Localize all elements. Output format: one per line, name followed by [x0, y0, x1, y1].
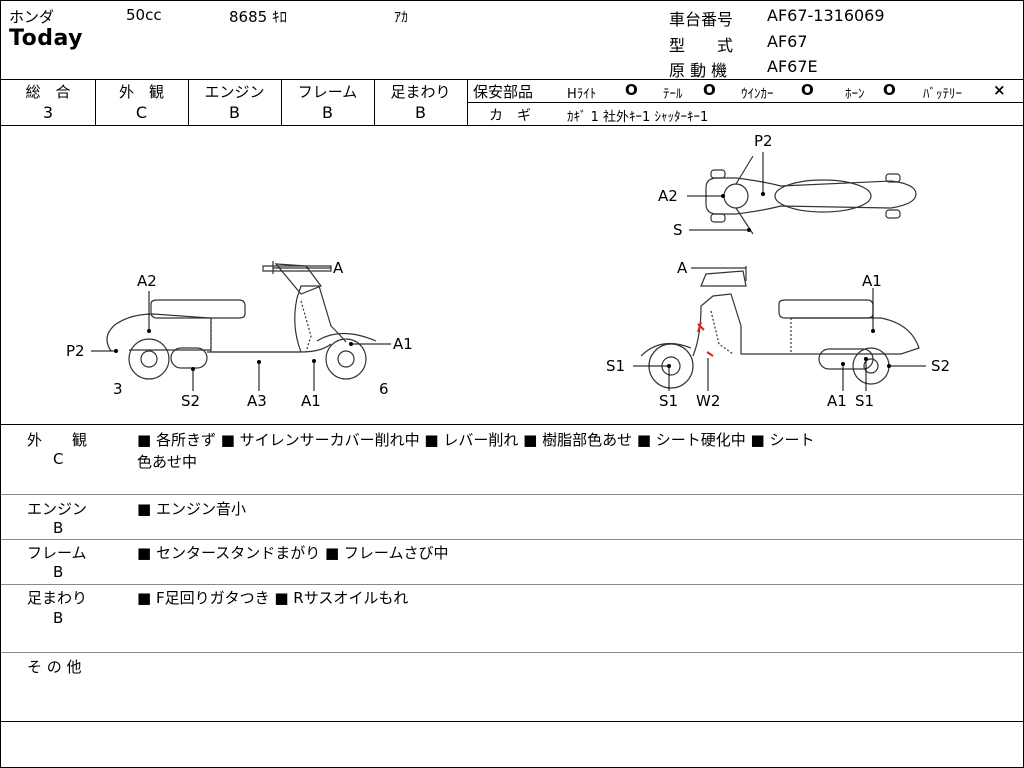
label-left-a2: A2 — [137, 272, 157, 290]
remarks-frame-line1: ■ センタースタンドまがり ■ フレームさび中 — [137, 544, 449, 562]
color: ｱｶ — [394, 10, 408, 26]
type-value: AF67 — [767, 32, 808, 51]
engine-model-label: 原 動 機 — [669, 61, 728, 80]
label-left-p2: P2 — [66, 342, 85, 360]
keys-value: ｶｷﾞ 1 社外ｷｰ1 ｼｬｯﾀｰｷｰ1 — [567, 110, 709, 125]
label-right-a1: A1 — [862, 272, 882, 290]
remarks-exterior-line2: 色あせ中 — [137, 453, 198, 471]
scooter-side-view-left — [106, 261, 377, 380]
label-left-a3: A3 — [247, 392, 267, 410]
scooter-top-view — [705, 155, 917, 235]
remarks-frame-grade: B — [53, 563, 64, 581]
frame-number: AF67-1316069 — [767, 6, 885, 25]
frame-number-label: 車台番号 — [669, 10, 734, 29]
mileage: 8685 ｷﾛ — [229, 8, 287, 26]
safety-parts-label: 保安部品 — [473, 83, 534, 101]
keys-label: カ ギ — [489, 108, 531, 124]
grade-engine-value: B — [229, 103, 240, 122]
label-right-s1-bottom: S1 — [659, 392, 678, 410]
safety-winker: ｳｲﾝｶｰ — [741, 87, 774, 102]
engine-model: AF67E — [767, 57, 818, 76]
label-left-a1-bottom: A1 — [301, 392, 321, 410]
label-right-a: A — [677, 259, 688, 277]
grade-engine-label: エンジン — [204, 83, 265, 101]
remarks-suspension-line1: ■ F足回りガタつき ■ Rサスオイルもれ — [137, 589, 409, 607]
remarks-suspension-grade: B — [53, 609, 64, 627]
remarks-other-label: そ の 他 — [27, 658, 82, 676]
damage-diagram: A A2 P2 A1 3 S2 A3 A1 6 A A1 S1 S2 S1 W2… — [66, 132, 950, 410]
grade-overall-value: 3 — [42, 103, 54, 122]
grade-suspension-label: 足まわり — [390, 83, 451, 101]
remarks-engine-label: エンジン — [27, 500, 88, 518]
label-left-a1: A1 — [393, 335, 413, 353]
taillight-ok-mark: O — [703, 81, 716, 99]
remarks-suspension-label: 足まわり — [27, 589, 88, 607]
displacement: 50cc — [126, 6, 162, 24]
label-left-6: 6 — [379, 380, 389, 398]
remarks-exterior-line1: ■ 各所きず ■ サイレンサーカバー削れ中 ■ レバー削れ ■ 樹脂部色あせ ■… — [137, 431, 815, 449]
label-right-w2: W2 — [696, 392, 720, 410]
remarks-engine-grade: B — [53, 519, 64, 537]
label-right-a1-bottom: A1 — [827, 392, 847, 410]
type-label: 型 式 — [669, 36, 734, 55]
label-right-s2: S2 — [931, 357, 950, 375]
model-name: Today — [9, 26, 83, 51]
remarks-frame-label: フレーム — [27, 544, 87, 562]
label-top-s: S — [673, 221, 683, 239]
maker: ホンダ — [9, 8, 55, 26]
safety-taillight: ﾃｰﾙ — [663, 87, 683, 102]
grade-suspension-value: B — [415, 103, 426, 122]
label-right-s1-bottom2: S1 — [855, 392, 874, 410]
winker-ok-mark: O — [801, 81, 814, 99]
grade-exterior-value: C — [135, 103, 148, 122]
grade-frame-value: B — [322, 103, 333, 122]
safety-horn: ﾎｰﾝ — [845, 87, 865, 102]
scratch-marks — [697, 321, 714, 357]
label-top-p2: P2 — [754, 132, 773, 150]
remarks-engine-line1: ■ エンジン音小 — [137, 500, 246, 518]
grade-frame-label: フレーム — [297, 83, 358, 101]
safety-battery: ﾊﾞｯﾃﾘｰ — [923, 87, 962, 102]
label-right-s1: S1 — [606, 357, 625, 375]
label-left-a: A — [333, 259, 344, 277]
label-top-a2: A2 — [658, 187, 678, 205]
grade-overall-label: 総 合 — [25, 83, 71, 101]
battery-ng-mark: × — [993, 81, 1006, 99]
label-left-3: 3 — [113, 380, 123, 398]
label-left-s2: S2 — [181, 392, 200, 410]
remarks-exterior-grade: C — [53, 450, 64, 468]
remarks-exterior-label: 外 観 — [27, 431, 88, 449]
headlight-ok-mark: O — [625, 81, 638, 99]
grade-exterior-label: 外 観 — [118, 83, 164, 101]
safety-headlight: Hﾗｲﾄ — [567, 87, 597, 102]
horn-ok-mark: O — [883, 81, 896, 99]
